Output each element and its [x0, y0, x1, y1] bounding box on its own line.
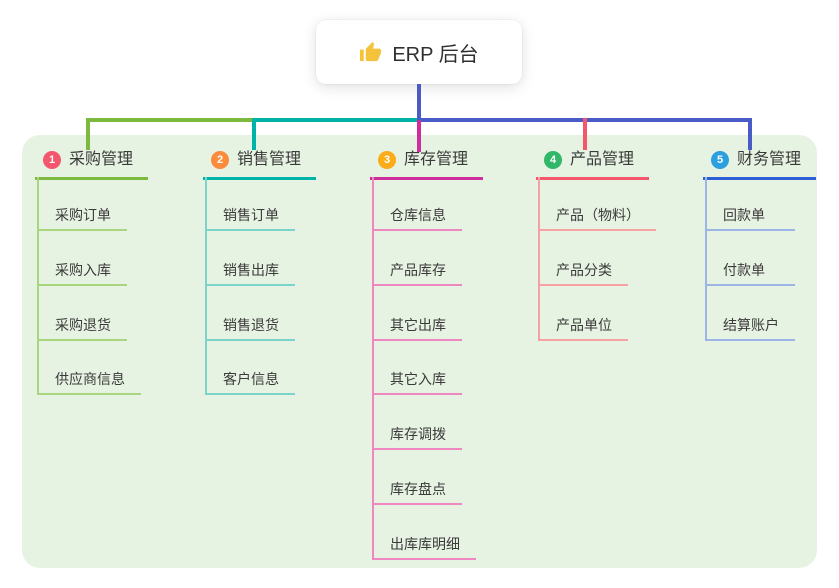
branch-number-badge: 3	[378, 151, 396, 169]
branch-label: 财务管理	[737, 151, 802, 168]
child-connector-line	[372, 177, 374, 558]
child-node[interactable]: 产品库存	[372, 258, 462, 286]
connector-bus-line	[254, 118, 419, 122]
branch-label: 采购管理	[69, 151, 134, 168]
child-node[interactable]: 回款单	[705, 203, 795, 231]
branch-drop-line	[417, 120, 421, 152]
branch-drop-line	[583, 118, 587, 150]
child-node[interactable]: 库存调拨	[372, 422, 462, 450]
branch-node[interactable]: 2 销售管理	[203, 149, 316, 180]
branch-drop-line	[252, 118, 256, 150]
child-node[interactable]: 销售出库	[205, 258, 295, 286]
child-connector-line	[538, 177, 540, 339]
child-node[interactable]: 采购退货	[37, 313, 127, 341]
child-node[interactable]: 其它入库	[372, 367, 462, 395]
child-node[interactable]: 客户信息	[205, 367, 295, 395]
root-node[interactable]: ERP 后台	[316, 20, 522, 84]
thumbs-up-icon	[359, 41, 382, 64]
child-node[interactable]: 仓库信息	[372, 203, 462, 231]
branch-number-badge: 1	[43, 151, 61, 169]
root-title: ERP 后台	[392, 43, 479, 66]
child-node[interactable]: 采购入库	[37, 258, 127, 286]
branch-node[interactable]: 3 库存管理	[370, 149, 483, 180]
child-node[interactable]: 付款单	[705, 258, 795, 286]
branch-number-badge: 4	[544, 151, 562, 169]
branch-label: 库存管理	[404, 151, 469, 168]
branch-number-badge: 5	[711, 151, 729, 169]
child-node[interactable]: 结算账户	[705, 313, 795, 341]
root-stem-line	[417, 84, 421, 120]
child-node[interactable]: 产品单位	[538, 313, 628, 341]
child-node[interactable]: 库存盘点	[372, 477, 462, 505]
branch-label: 产品管理	[570, 151, 635, 168]
child-connector-line	[705, 177, 707, 339]
child-node[interactable]: 产品（物料）	[538, 203, 656, 231]
child-node[interactable]: 销售订单	[205, 203, 295, 231]
connector-bus-line	[86, 118, 255, 122]
child-node[interactable]: 采购订单	[37, 203, 127, 231]
child-node[interactable]: 产品分类	[538, 258, 628, 286]
branch-label: 销售管理	[237, 151, 302, 168]
branch-number-badge: 2	[211, 151, 229, 169]
child-node[interactable]: 其它出库	[372, 313, 462, 341]
branch-node[interactable]: 4 产品管理	[536, 149, 649, 180]
branch-node[interactable]: 1 采购管理	[35, 149, 148, 180]
branches-panel	[22, 135, 817, 568]
child-node[interactable]: 销售退货	[205, 313, 295, 341]
branch-drop-line	[748, 118, 752, 150]
child-node[interactable]: 供应商信息	[37, 367, 141, 395]
branch-drop-line	[86, 118, 90, 150]
branch-node[interactable]: 5 财务管理	[703, 149, 816, 180]
child-node[interactable]: 出库库明细	[372, 532, 476, 560]
